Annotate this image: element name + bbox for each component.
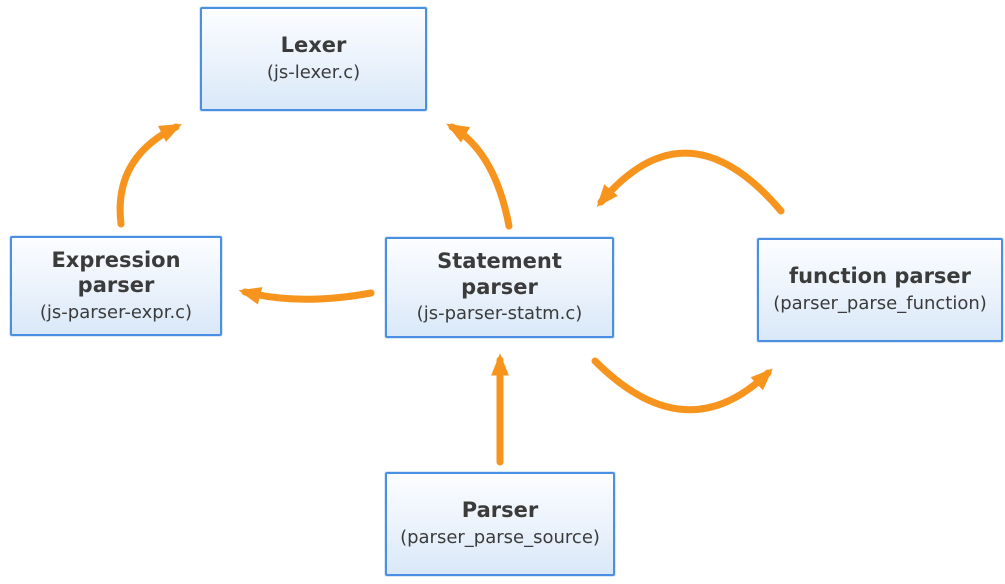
- node-lexer: Lexer (js-lexer.c): [200, 7, 427, 111]
- node-subtitle: (js-parser-statm.c): [416, 303, 583, 325]
- arrow-function-parser-to-statement-parser: [596, 149, 785, 215]
- node-subtitle: (js-lexer.c): [266, 62, 361, 84]
- node-title: Lexer: [280, 33, 347, 58]
- node-function-parser: function parser (parser_parse_function): [757, 238, 1003, 342]
- node-subtitle: (parser_parse_function): [773, 293, 987, 315]
- node-parser: Parser (parser_parse_source): [385, 472, 615, 576]
- arrow-expression-parser-to-lexer: [116, 123, 183, 228]
- arrow-statement-parser-to-lexer: [446, 123, 513, 230]
- node-title: Expression parser: [51, 247, 181, 298]
- node-subtitle: (js-parser-expr.c): [39, 301, 193, 323]
- node-expression-parser: Expression parser (js-parser-expr.c): [10, 236, 222, 336]
- arrow-statement-parser-to-expression-parser: [238, 287, 375, 305]
- node-title: Statement parser: [437, 249, 562, 299]
- node-title: Parser: [461, 498, 539, 523]
- arrow-statement-parser-to-function-parser: [591, 357, 773, 414]
- node-subtitle: (parser_parse_source): [400, 527, 600, 549]
- node-statement-parser: Statement parser (js-parser-statm.c): [385, 237, 614, 338]
- node-title: function parser: [788, 264, 972, 289]
